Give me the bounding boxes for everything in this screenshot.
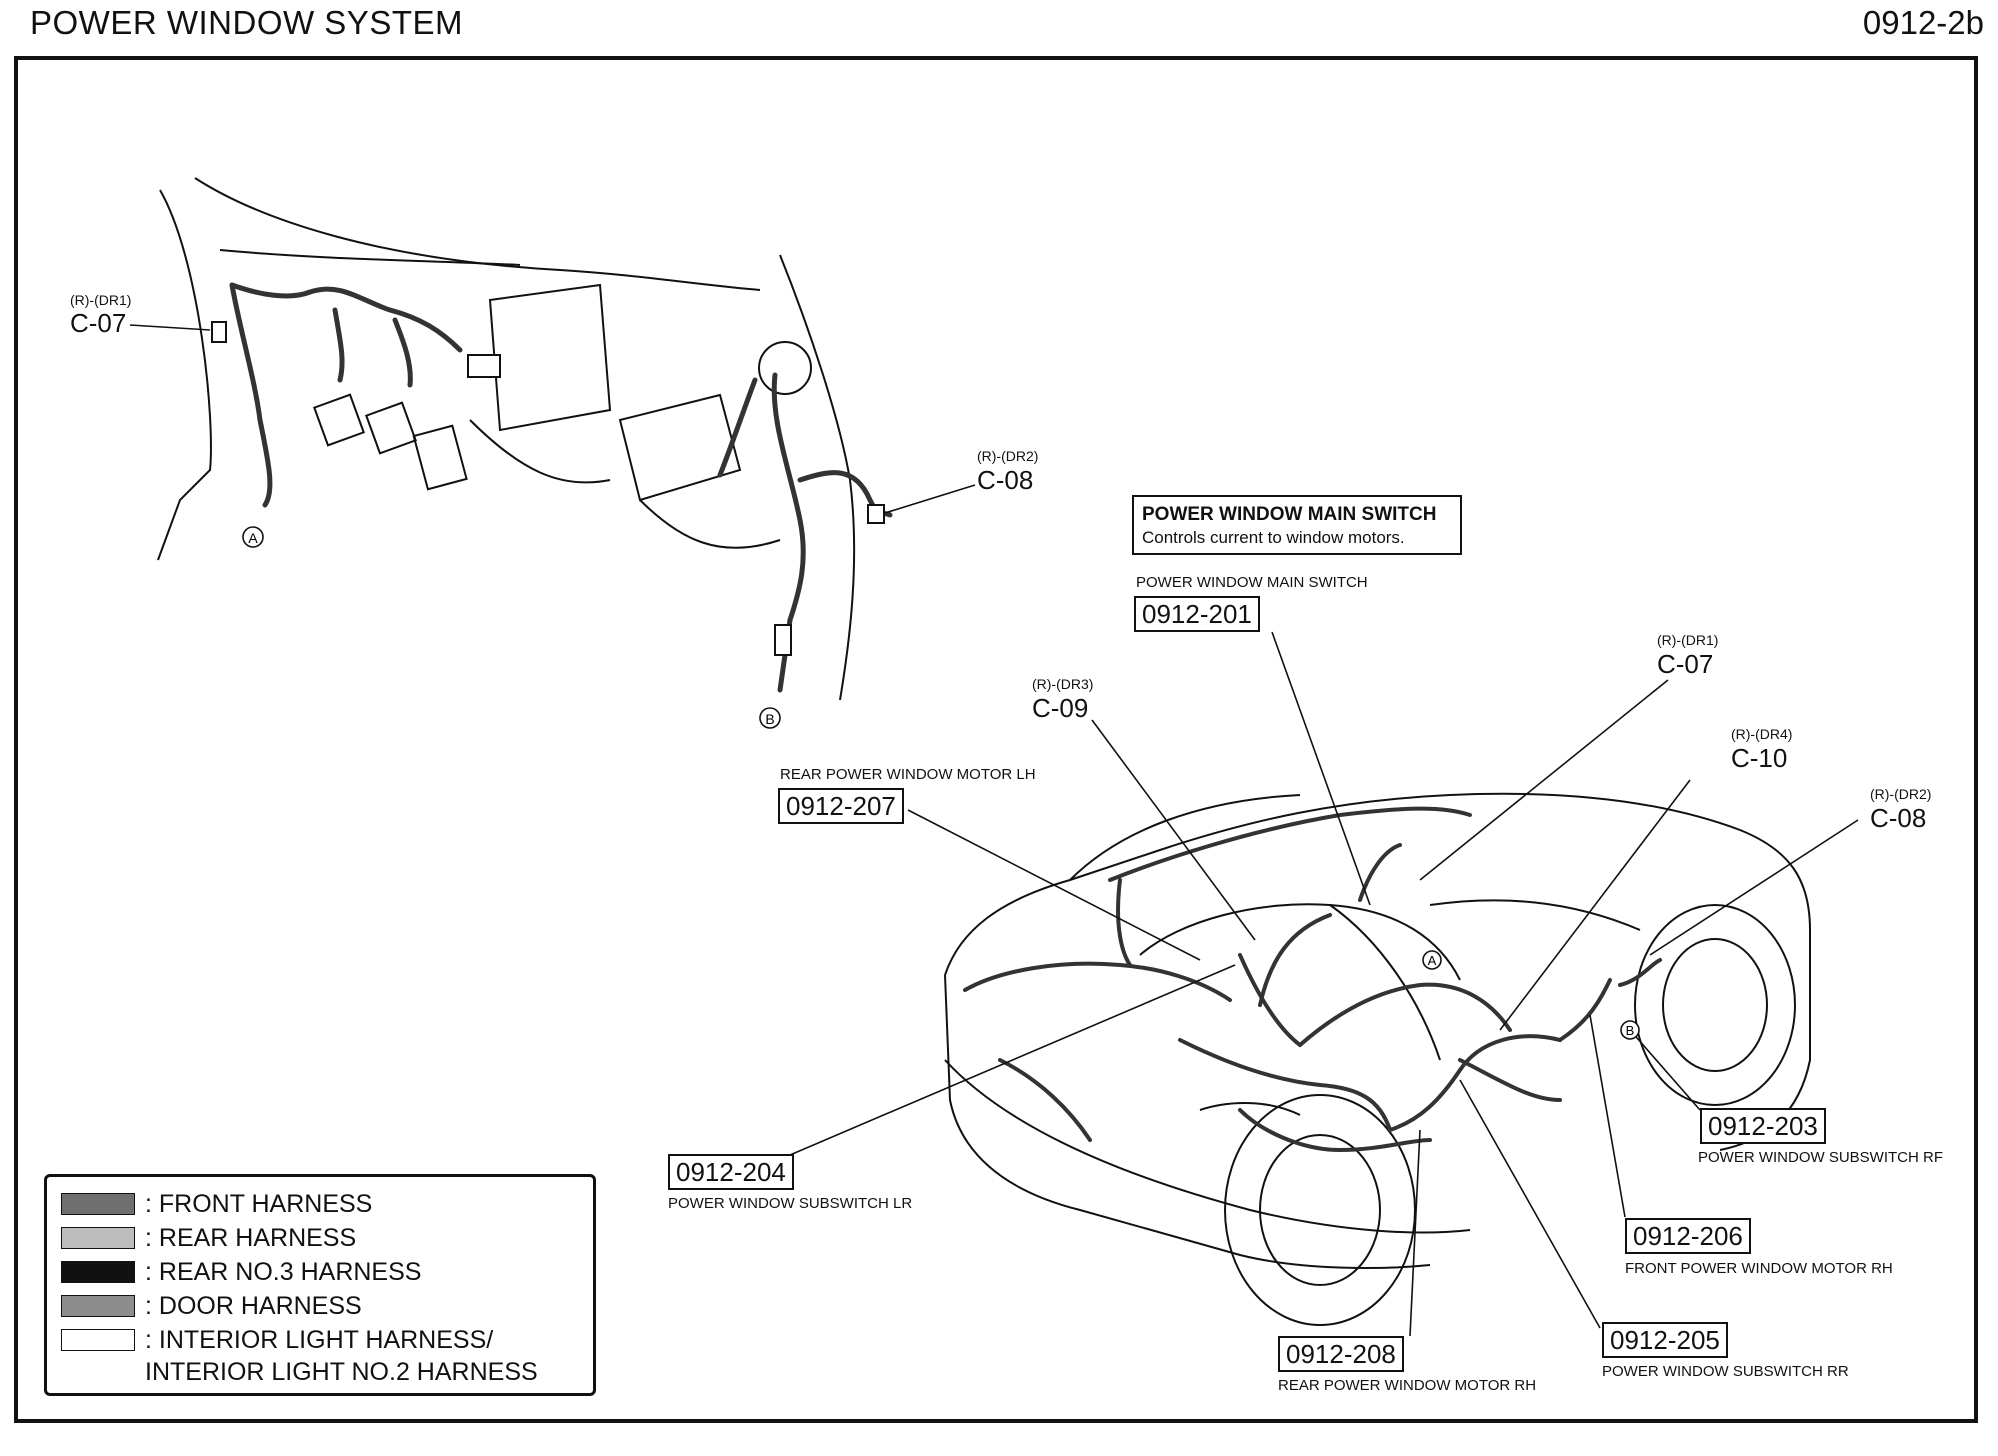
legend-item-front-harness: : FRONT HARNESS (61, 1189, 372, 1219)
page-code: 0912-2b (1862, 4, 1984, 41)
marker-a-car: A (1422, 950, 1442, 970)
harness-legend: : FRONT HARNESS : REAR HARNESS : REAR NO… (44, 1174, 596, 1396)
dash-connectors (211, 321, 885, 656)
svg-text:B: B (765, 711, 774, 727)
marker-b-car: B (1620, 1020, 1640, 1040)
svg-text:B: B (1626, 1023, 1635, 1038)
svg-text:A: A (248, 530, 258, 546)
leader-lines (129, 324, 1859, 1337)
connector-c09-sub: (R)-(DR3) (1032, 676, 1094, 692)
legend-item-interior-light-harness: : INTERIOR LIGHT HARNESS/ (61, 1325, 493, 1355)
component-205-code[interactable]: 0912-205 (1602, 1322, 1728, 1358)
connector-c07-main-sub: (R)-(DR1) (1657, 632, 1719, 648)
legend-label: : REAR HARNESS (145, 1223, 357, 1252)
vehicle-harness-wires (963, 806, 1662, 1153)
legend-label: : FRONT HARNESS (145, 1189, 373, 1218)
legend-label: : REAR NO.3 HARNESS (145, 1257, 422, 1286)
svg-text:A: A (1428, 953, 1437, 968)
legend-label: : DOOR HARNESS (145, 1291, 362, 1320)
component-206-label: FRONT POWER WINDOW MOTOR RH (1625, 1260, 1893, 1277)
dash-harness-wires (229, 282, 893, 693)
legend-item-rear-no3-harness: : REAR NO.3 HARNESS (61, 1257, 421, 1287)
legend-swatch (61, 1193, 135, 1215)
connector-c08-main-sub: (R)-(DR2) (1870, 786, 1932, 802)
marker-b-top: B (759, 707, 781, 729)
legend-swatch (61, 1261, 135, 1283)
component-204-label: POWER WINDOW SUBSWITCH LR (668, 1195, 913, 1212)
component-208-code[interactable]: 0912-208 (1278, 1336, 1404, 1372)
component-207-label: REAR POWER WINDOW MOTOR LH (780, 766, 1036, 783)
component-204-code[interactable]: 0912-204 (668, 1154, 794, 1190)
connector-c08-main-id: C-08 (1870, 803, 1927, 833)
legend-item-rear-harness: : REAR HARNESS (61, 1223, 356, 1253)
component-207-code[interactable]: 0912-207 (778, 788, 904, 824)
main-switch-callout: POWER WINDOW MAIN SWITCH Controls curren… (1132, 495, 1462, 555)
component-205-label: POWER WINDOW SUBSWITCH RR (1602, 1363, 1849, 1380)
page-title: POWER WINDOW SYSTEM (30, 4, 463, 41)
component-203-label: POWER WINDOW SUBSWITCH RF (1698, 1149, 1943, 1166)
connector-c10-sub: (R)-(DR4) (1731, 726, 1793, 742)
legend-swatch (61, 1329, 135, 1351)
callout-title: POWER WINDOW MAIN SWITCH (1142, 504, 1437, 525)
diagram-frame (14, 56, 1978, 1423)
legend-swatch (61, 1227, 135, 1249)
legend-swatch (61, 1295, 135, 1317)
component-201-code[interactable]: 0912-201 (1134, 596, 1260, 632)
legend-item-door-harness: : DOOR HARNESS (61, 1291, 362, 1321)
connector-c07-main-id: C-07 (1657, 649, 1714, 679)
connector-c10-id: C-10 (1731, 743, 1788, 773)
marker-a-top: A (242, 526, 264, 548)
component-203-code[interactable]: 0912-203 (1700, 1108, 1826, 1144)
legend-label: INTERIOR LIGHT NO.2 HARNESS (145, 1357, 538, 1386)
connector-c07-top-sub: (R)-(DR1) (70, 292, 132, 308)
component-206-code[interactable]: 0912-206 (1625, 1218, 1751, 1254)
component-201-label: POWER WINDOW MAIN SWITCH (1136, 574, 1368, 591)
callout-description: Controls current to window motors. (1142, 528, 1405, 547)
connector-c08-top-sub: (R)-(DR2) (977, 448, 1039, 464)
legend-label: : INTERIOR LIGHT HARNESS/ (145, 1325, 494, 1354)
connector-c08-top-id: C-08 (977, 465, 1034, 495)
connector-c09-id: C-09 (1032, 693, 1089, 723)
legend-item-interior-light-no2: INTERIOR LIGHT NO.2 HARNESS (145, 1357, 538, 1387)
dashboard-outline (157, 177, 856, 701)
component-208-label: REAR POWER WINDOW MOTOR RH (1278, 1377, 1537, 1394)
connector-c07-top-id: C-07 (70, 308, 127, 338)
